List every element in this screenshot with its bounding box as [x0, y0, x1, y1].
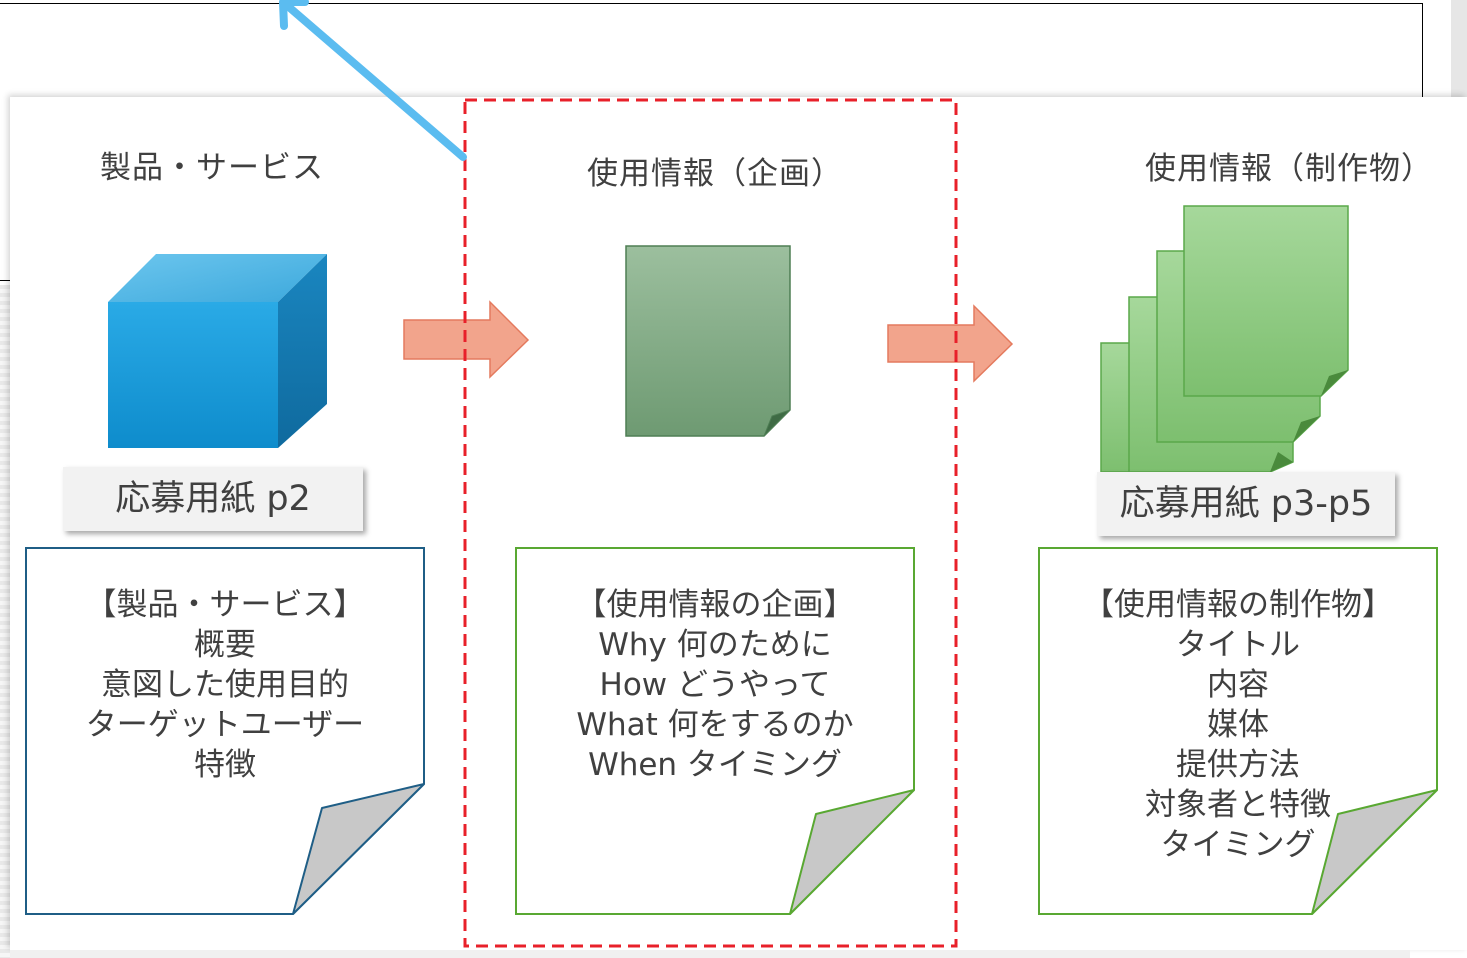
note-icon — [1038, 547, 1438, 915]
dashed-highlight-box — [463, 98, 958, 948]
document-stack-icon — [1100, 205, 1349, 473]
note-line: タイミング — [1160, 827, 1316, 863]
note-line: 提供方法 — [1176, 747, 1300, 783]
note-line: 対象者と特徴 — [1145, 787, 1331, 823]
document-icon — [625, 245, 791, 437]
note-line: 媒体 — [1207, 707, 1269, 743]
heading-usage-info-plan: 使用情報（企画） — [587, 156, 843, 192]
note-title: 【製品・サービス】 — [85, 587, 365, 623]
background-ruler-strip — [0, 285, 10, 958]
note-line: ターゲットユーザー — [85, 707, 365, 743]
note-icon — [25, 547, 425, 915]
label-application-form-p2: 応募用紙 p2 — [63, 467, 363, 531]
note-line: 内容 — [1207, 667, 1269, 703]
note-usage-info-plan: 【使用情報の企画】 Why 何のために How どうやって What 何をするの… — [516, 585, 914, 785]
note-line: Why 何のために — [598, 627, 832, 663]
heading-product-service: 製品・サービス — [100, 150, 324, 186]
background-scrollbar — [1451, 0, 1467, 100]
background-bottom-strip — [10, 950, 1410, 958]
cube-icon — [108, 254, 327, 448]
pointer-arrow-icon — [279, 0, 467, 161]
note-product-service: 【製品・サービス】 概要 意図した使用目的 ターゲットユーザー 特徴 — [26, 585, 424, 785]
right-arrow-icon — [887, 304, 1014, 383]
note-usage-info-deliverable: 【使用情報の制作物】 タイトル 内容 媒体 提供方法 対象者と特徴 タイミング — [1039, 585, 1437, 865]
note-line: 概要 — [194, 627, 256, 663]
note-line: 意図した使用目的 — [101, 667, 349, 703]
note-title: 【使用情報の企画】 — [575, 587, 855, 623]
note-title: 【使用情報の制作物】 — [1083, 587, 1393, 623]
heading-usage-info-deliverable: 使用情報（制作物） — [1145, 151, 1433, 187]
note-line: How どうやって — [599, 667, 831, 703]
note-line: 特徴 — [194, 747, 256, 783]
note-icon — [515, 547, 915, 915]
note-line: タイトル — [1176, 627, 1300, 663]
label-application-form-p3-p5: 応募用紙 p3-p5 — [1097, 472, 1395, 536]
note-line: When タイミング — [588, 747, 842, 783]
note-line: What 何をするのか — [576, 707, 854, 743]
